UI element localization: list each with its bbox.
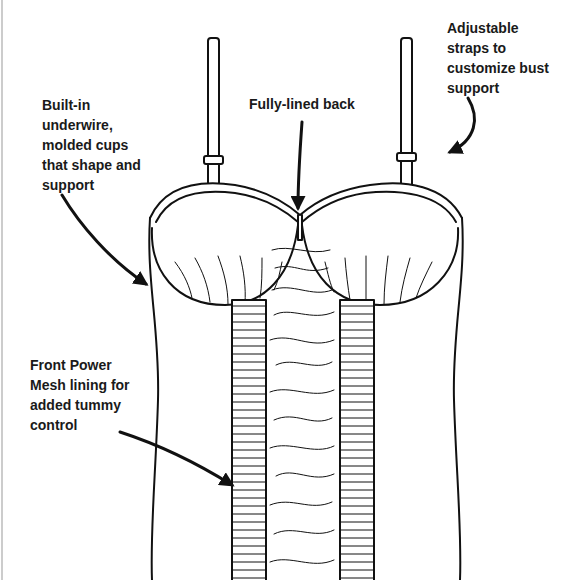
rib-line — [232, 394, 266, 395]
neckline — [150, 183, 462, 218]
rib-line — [232, 538, 266, 539]
rib-line — [232, 362, 266, 363]
right-adjuster — [397, 153, 416, 161]
right-underwire — [302, 225, 458, 305]
right-side — [454, 218, 463, 580]
right-strap — [401, 38, 412, 208]
rib-lines — [232, 306, 374, 578]
cup-gathers — [175, 256, 432, 304]
callout-label: Fully-lined back — [249, 94, 389, 114]
rib-line — [340, 498, 374, 499]
right-ribbed-panel — [340, 300, 374, 580]
rib-line — [340, 466, 374, 467]
rib-line — [232, 330, 266, 331]
ruched-panel — [270, 248, 334, 563]
rib-line — [232, 354, 266, 355]
rib-line — [232, 546, 266, 547]
rib-line — [232, 498, 266, 499]
rib-line — [232, 442, 266, 443]
rib-line — [340, 506, 374, 507]
rib-line — [232, 554, 266, 555]
rib-line — [340, 522, 374, 523]
leader-arrow — [120, 432, 232, 485]
rib-line — [340, 442, 374, 443]
rib-line — [232, 466, 266, 467]
rib-line — [340, 530, 374, 531]
rib-line — [340, 386, 374, 387]
rib-line — [340, 402, 374, 403]
rib-line — [232, 522, 266, 523]
rib-line — [340, 482, 374, 483]
rib-line — [232, 370, 266, 371]
rib-line — [340, 314, 374, 315]
rib-line — [232, 530, 266, 531]
rib-line — [232, 434, 266, 435]
rib-line — [340, 354, 374, 355]
rib-line — [340, 338, 374, 339]
rib-line — [340, 490, 374, 491]
center-gore — [298, 215, 302, 240]
rib-line — [232, 458, 266, 459]
leader-arrow — [450, 98, 474, 152]
rib-line — [232, 562, 266, 563]
rib-line — [340, 546, 374, 547]
rib-line — [340, 514, 374, 515]
rib-line — [232, 578, 266, 579]
left-ribbed-panel — [232, 300, 266, 580]
rib-line — [232, 346, 266, 347]
rib-line — [232, 402, 266, 403]
rib-line — [340, 410, 374, 411]
rib-line — [340, 458, 374, 459]
rib-line — [340, 322, 374, 323]
rib-line — [232, 314, 266, 315]
right-cup-inner — [302, 192, 456, 222]
rib-line — [232, 490, 266, 491]
rib-line — [340, 474, 374, 475]
rib-line — [340, 306, 374, 307]
rib-line — [232, 338, 266, 339]
rib-line — [232, 450, 266, 451]
rib-line — [340, 562, 374, 563]
rib-line — [340, 330, 374, 331]
callout-label: Adjustable straps to customize bust supp… — [447, 18, 559, 98]
rib-line — [340, 370, 374, 371]
rib-line — [232, 482, 266, 483]
rib-line — [232, 410, 266, 411]
rib-line — [232, 306, 266, 307]
leader-arrow — [298, 122, 302, 208]
rib-line — [340, 418, 374, 419]
leader-arrow — [62, 195, 146, 284]
rib-line — [232, 506, 266, 507]
rib-line — [232, 570, 266, 571]
rib-line — [232, 514, 266, 515]
left-cup-inner — [156, 192, 298, 222]
rib-line — [340, 378, 374, 379]
rib-line — [232, 386, 266, 387]
callout-label: Built-in underwire, molded cups that sha… — [42, 95, 142, 195]
rib-line — [340, 570, 374, 571]
rib-line — [340, 394, 374, 395]
rib-line — [340, 578, 374, 579]
frame-line — [2, 0, 3, 580]
rib-line — [232, 474, 266, 475]
rib-line — [232, 426, 266, 427]
rib-line — [340, 554, 374, 555]
rib-line — [340, 346, 374, 347]
rib-line — [340, 538, 374, 539]
rib-line — [232, 378, 266, 379]
rib-line — [340, 450, 374, 451]
left-adjuster — [204, 156, 223, 164]
rib-line — [340, 434, 374, 435]
rib-line — [232, 418, 266, 419]
rib-line — [340, 362, 374, 363]
callout-label: Front Power Mesh lining for added tummy … — [30, 355, 148, 435]
left-side — [149, 218, 158, 580]
rib-line — [232, 322, 266, 323]
rib-line — [340, 426, 374, 427]
left-underwire — [152, 225, 298, 305]
